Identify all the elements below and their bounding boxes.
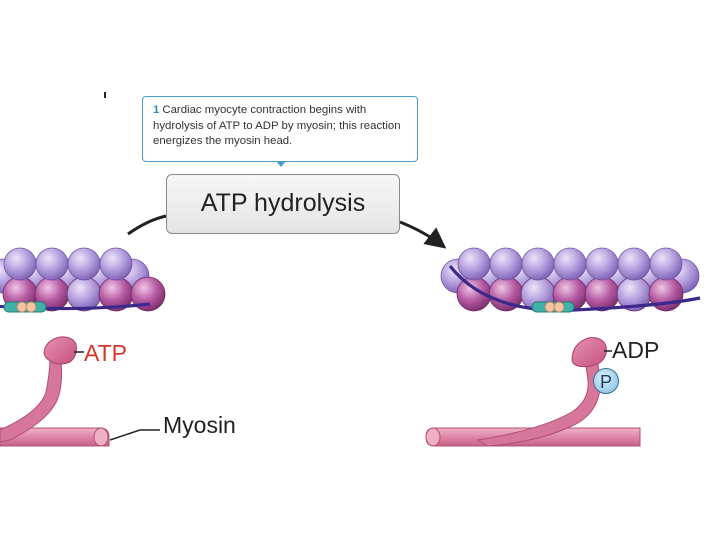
actin-monomer <box>521 247 555 281</box>
actin-monomer <box>3 247 37 281</box>
actin-monomer <box>585 247 619 281</box>
corner-mark <box>104 92 106 98</box>
troponin-subunit <box>544 301 556 313</box>
myosin-leader-line <box>109 429 160 441</box>
myosin-label: Myosin <box>163 412 236 438</box>
actin-monomer <box>457 247 491 281</box>
actin-filament-left <box>0 247 166 313</box>
atp-label: ATP <box>84 340 128 366</box>
troponin-subunit <box>553 301 565 313</box>
actin-monomer <box>617 247 651 281</box>
actin-monomer <box>649 247 683 281</box>
actin-monomer <box>67 247 101 281</box>
troponin-subunit <box>25 301 37 313</box>
callout-pointer <box>276 161 286 167</box>
callout-text: Cardiac myocyte contraction begins with … <box>153 104 401 147</box>
myosin-tail-end-left <box>93 427 109 447</box>
phosphate-circle: P <box>593 368 619 394</box>
adp-label: ADP <box>612 337 660 363</box>
tropomyosin-strand <box>448 265 701 312</box>
actin-filament-right <box>440 247 701 313</box>
myosin-left <box>0 336 160 447</box>
myosin-tail-end-right <box>425 427 441 447</box>
myosin-head-right <box>571 337 607 368</box>
myosin-head-left <box>43 336 77 365</box>
troponin-subunit <box>16 301 28 313</box>
actin-monomer <box>584 276 620 312</box>
actin-monomer <box>99 247 133 281</box>
callout-number: 1 <box>153 104 160 116</box>
reaction-arrow-left-arc <box>127 214 167 236</box>
reaction-arrow-right-arc <box>399 220 447 249</box>
actin-monomer <box>489 247 523 281</box>
actin-monomer <box>130 276 166 312</box>
actin-monomer <box>553 247 587 281</box>
actin-monomer <box>66 276 102 312</box>
atp-hydrolysis-label: ATP hydrolysis <box>166 174 400 234</box>
actin-monomer <box>35 247 69 281</box>
myosin-right <box>425 337 641 447</box>
